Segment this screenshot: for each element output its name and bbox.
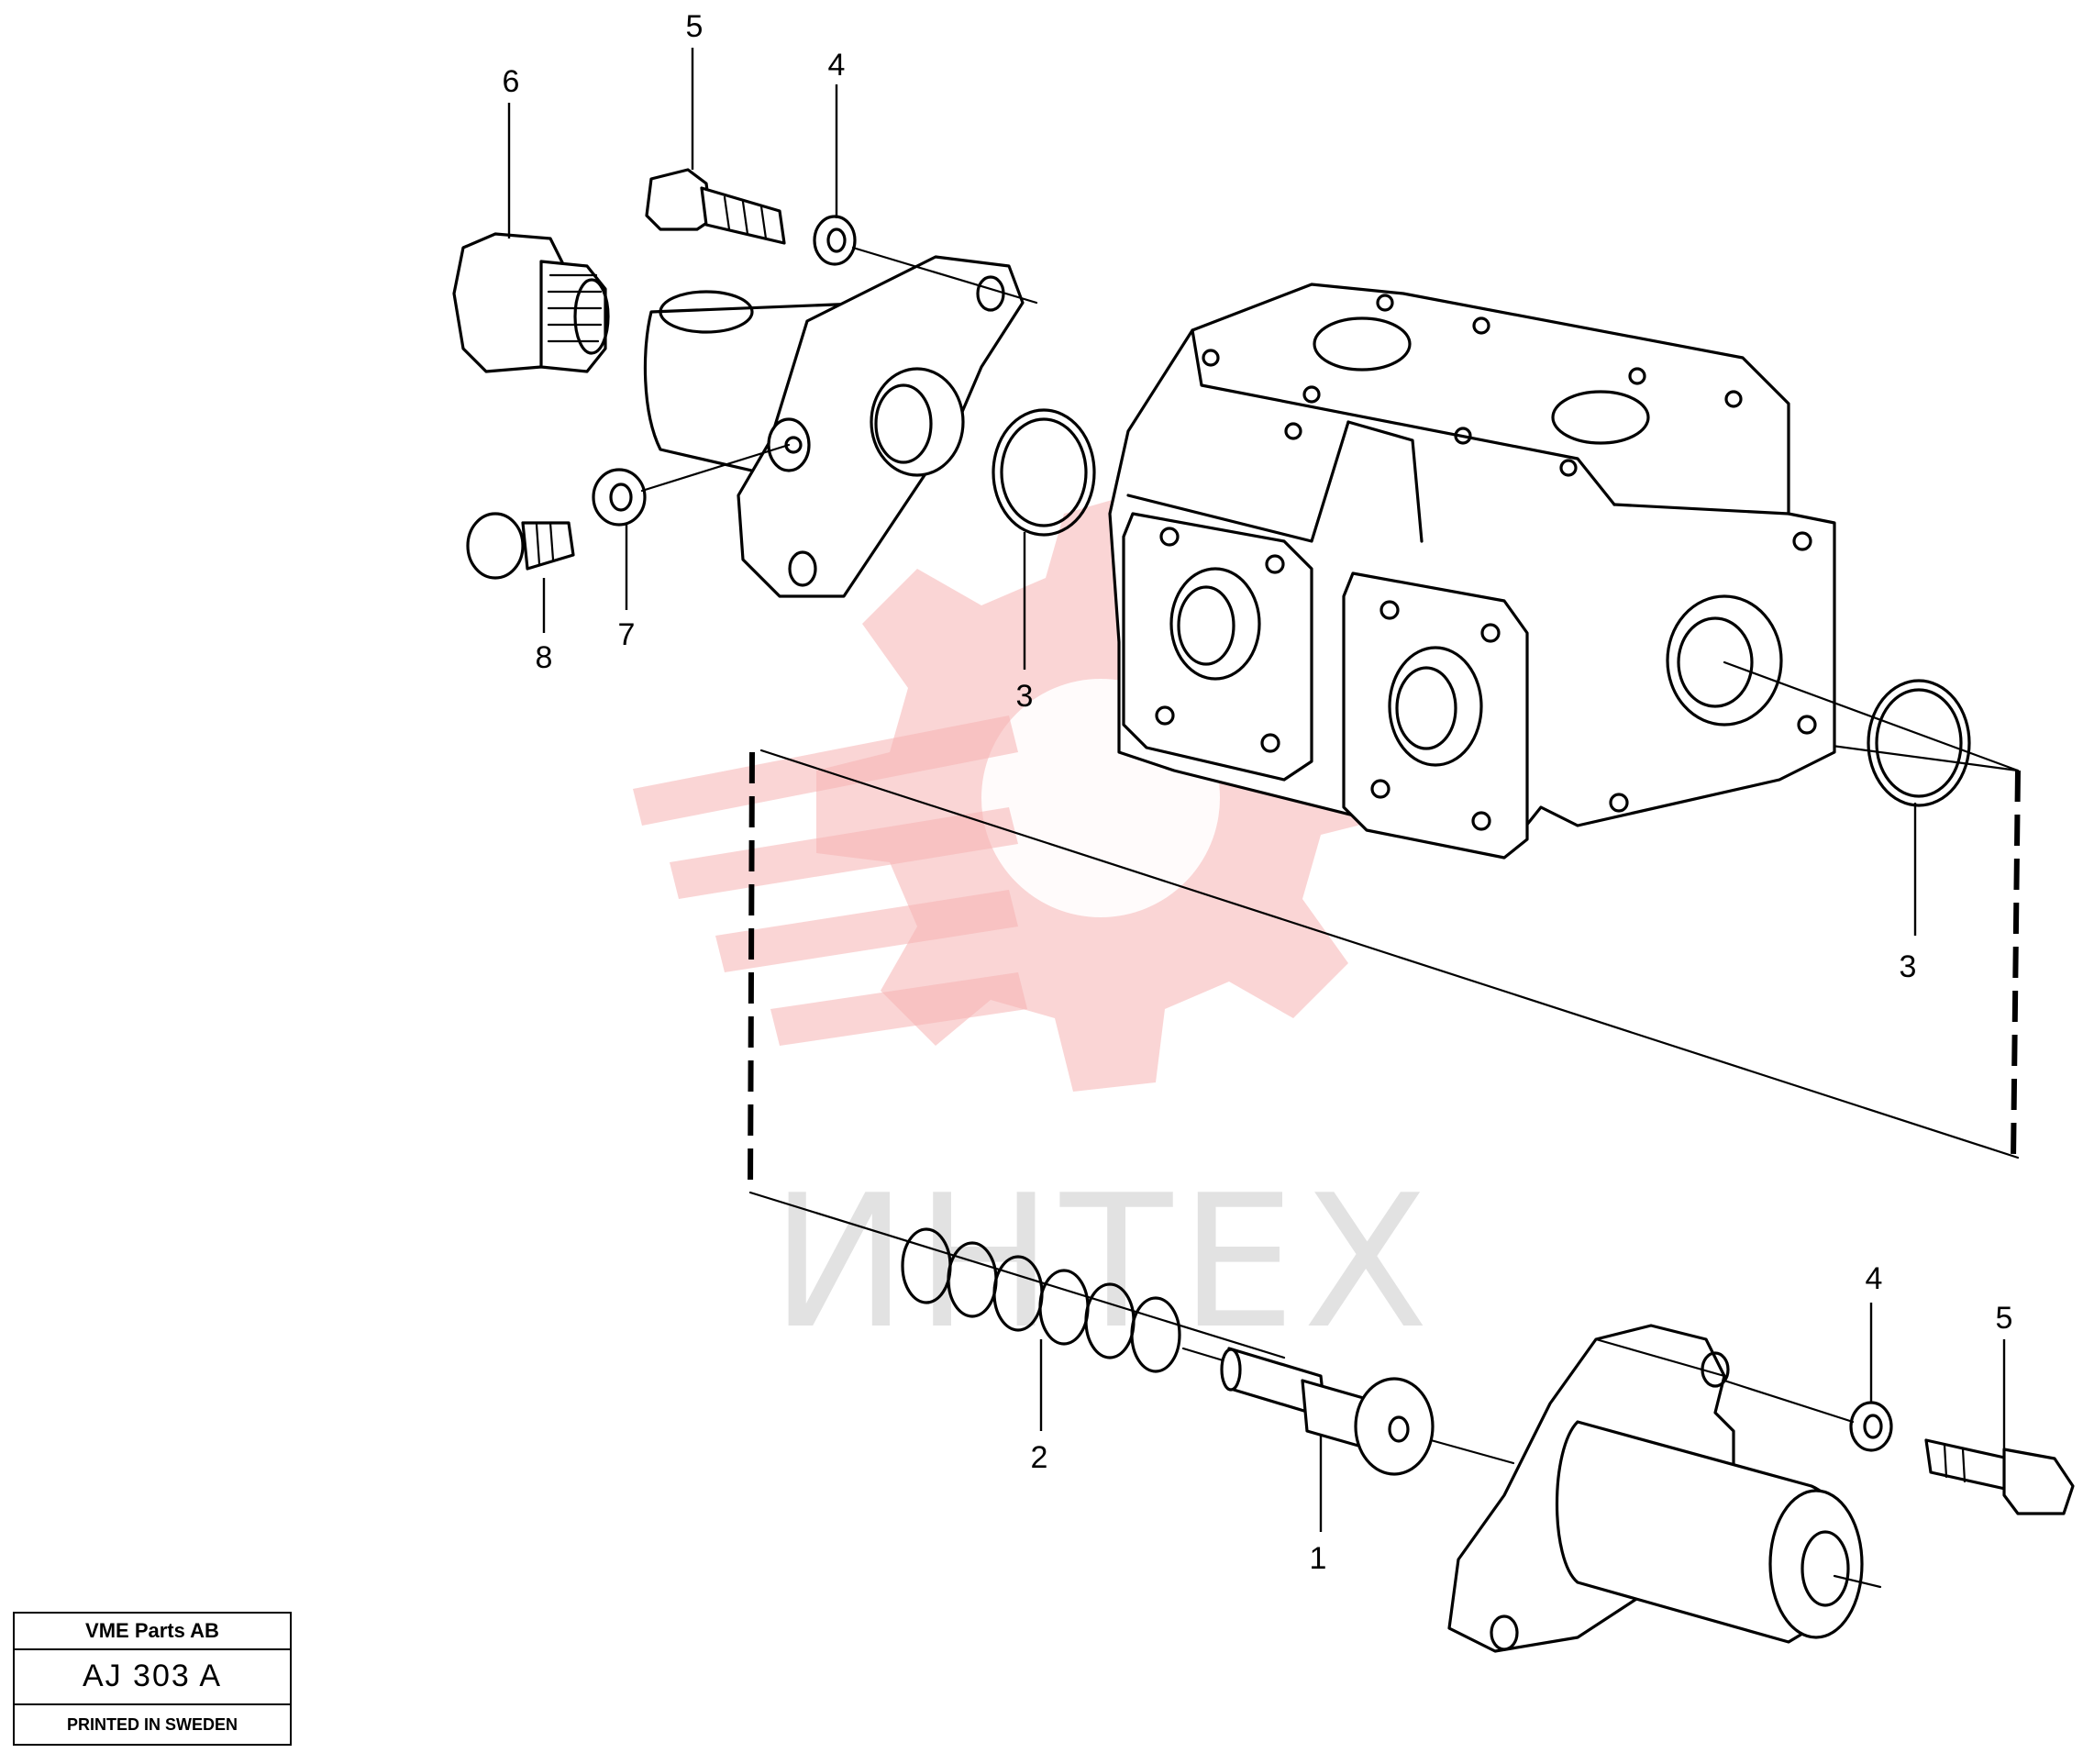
callout-2: 2 xyxy=(1031,1440,1048,1475)
callout-3-right: 3 xyxy=(1900,949,1917,984)
title-block: VME Parts AB AJ 303 A PRINTED IN SWEDEN xyxy=(13,1612,292,1746)
callout-1: 1 xyxy=(1310,1541,1327,1576)
part-4-washer-bottom xyxy=(1723,1379,1893,1452)
part-8-plug xyxy=(466,512,575,580)
callout-7: 7 xyxy=(618,617,636,652)
callout-5-top: 5 xyxy=(686,9,704,44)
callout-4-top: 4 xyxy=(828,48,846,83)
callout-5-bottom: 5 xyxy=(1996,1301,2013,1336)
callout-3-top: 3 xyxy=(1016,679,1034,714)
title-block-code: AJ 303 A xyxy=(15,1648,290,1705)
part-2-spring xyxy=(901,1227,1231,1373)
watermark-text: ИНТЕХ xyxy=(770,1156,1436,1370)
part-7-washer xyxy=(592,443,791,527)
callout-4-bottom: 4 xyxy=(1866,1261,1883,1296)
leader-lines xyxy=(507,48,2006,1532)
part-3-oring-top xyxy=(992,408,1096,537)
part-5-bolt-top xyxy=(645,168,786,245)
callout-8: 8 xyxy=(536,640,553,675)
upper-cover xyxy=(643,255,1025,598)
part-4-washer-top xyxy=(813,215,1038,305)
title-block-printed: PRINTED IN SWEDEN xyxy=(66,1715,238,1734)
part-6-plug xyxy=(452,232,610,373)
title-block-company: VME Parts AB xyxy=(15,1614,290,1650)
part-3-oring-right xyxy=(1723,660,2020,807)
valve-body xyxy=(1108,283,1836,860)
lower-cover xyxy=(1447,1324,1882,1653)
part-1-spool xyxy=(1220,1347,1515,1476)
part-5-bolt-bottom xyxy=(1924,1438,2075,1515)
callout-6: 6 xyxy=(503,64,520,99)
